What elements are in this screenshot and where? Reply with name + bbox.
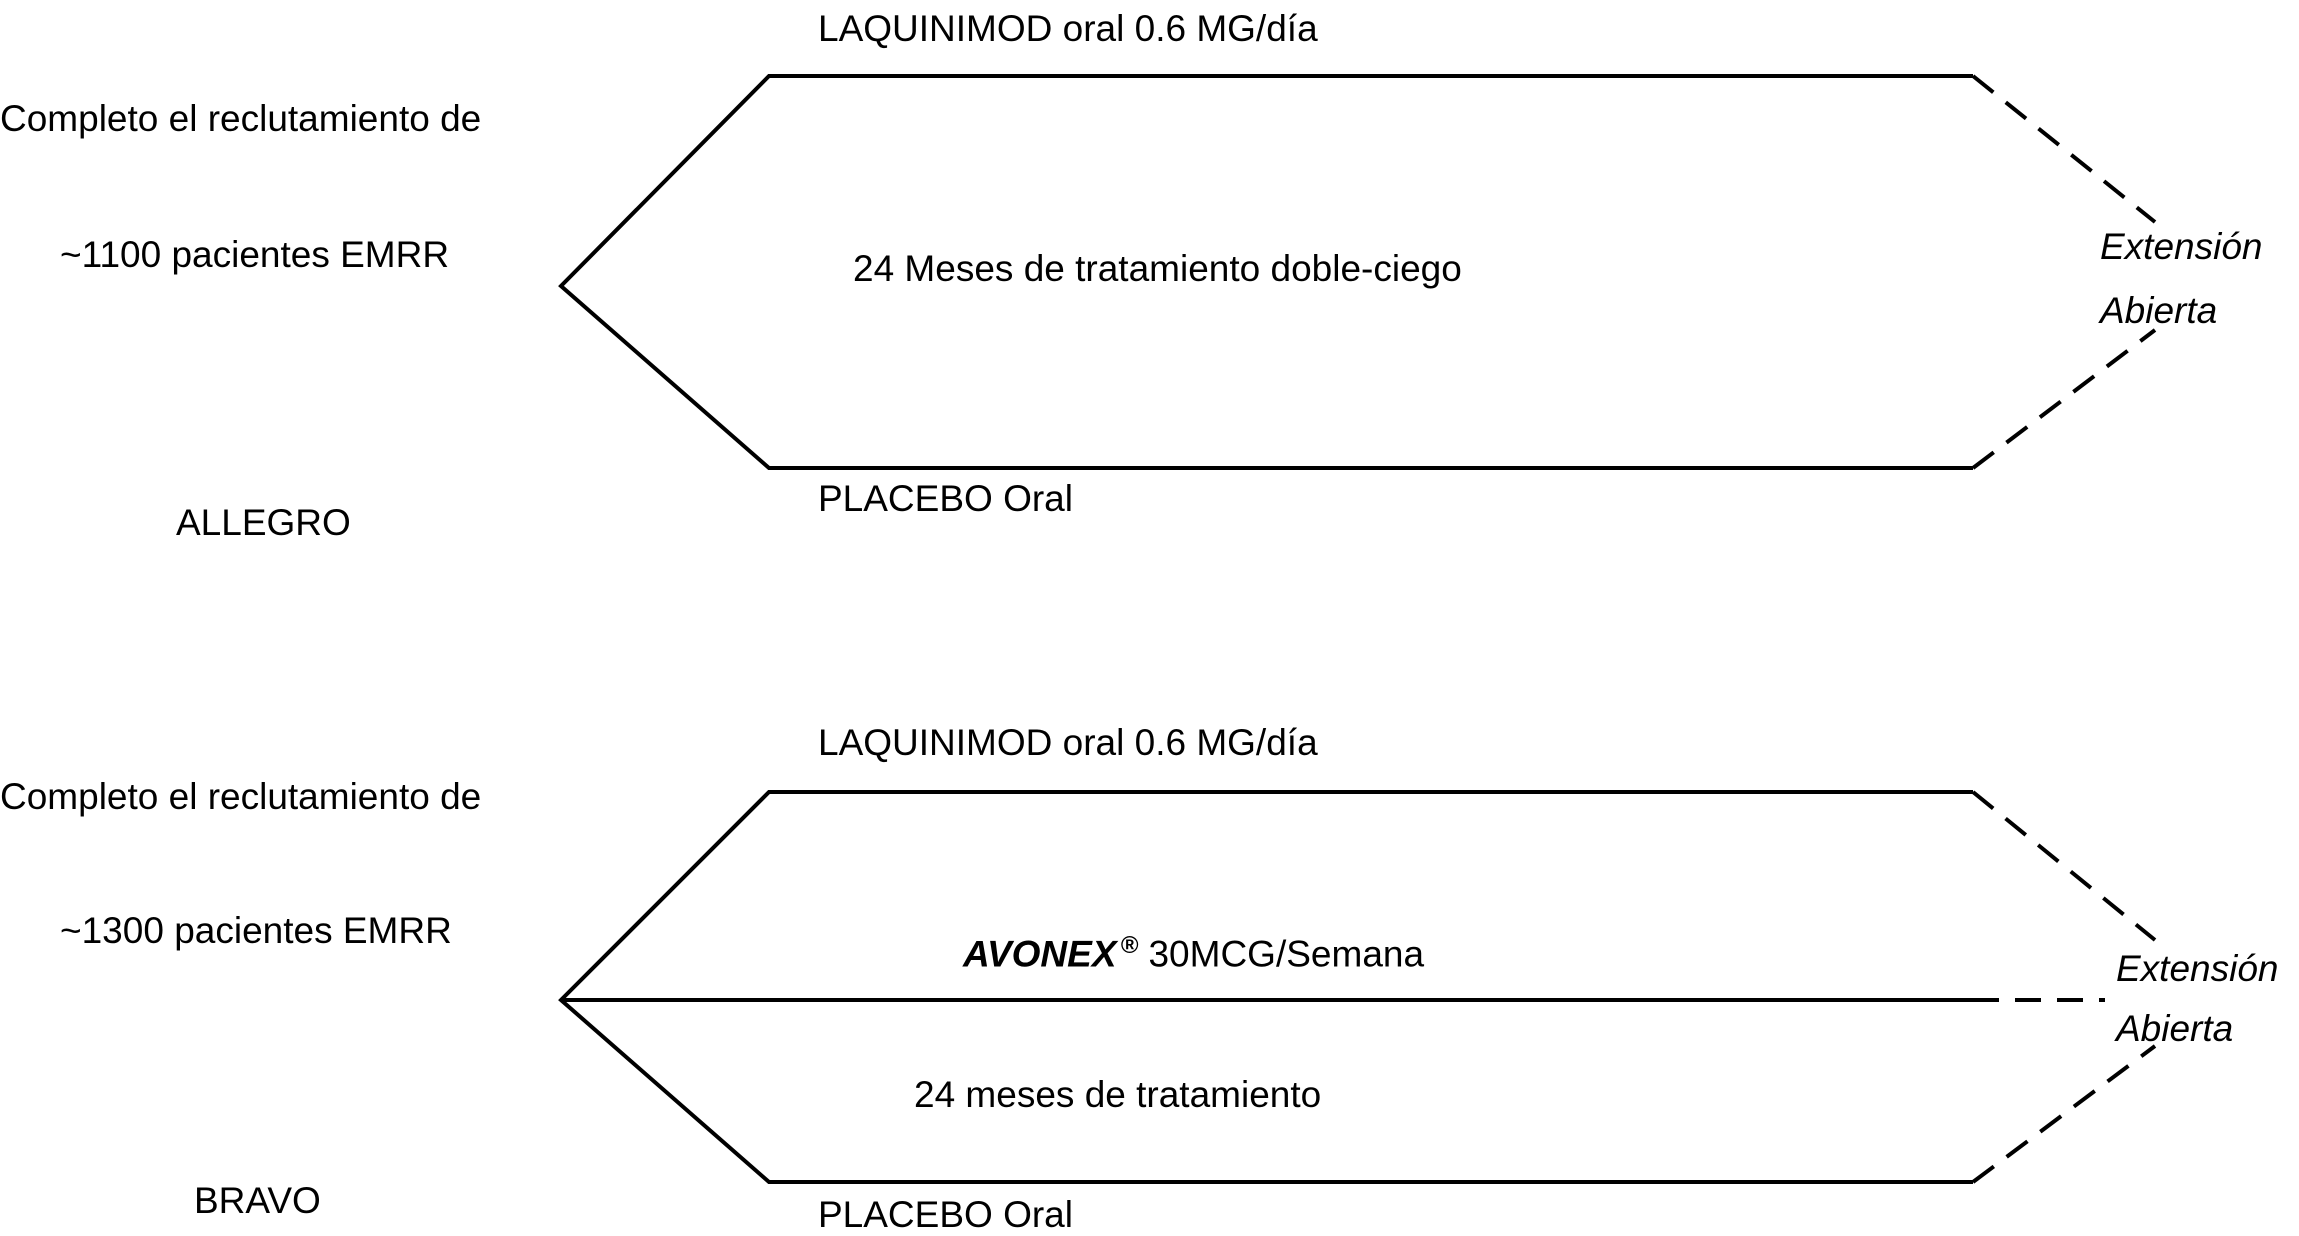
bravo-arm-shape	[558, 790, 2157, 1184]
bravo-extension-dash-bottom	[1971, 1044, 2157, 1184]
allegro-treatment-label: 24 Meses de tratamiento doble-ciego	[853, 248, 1462, 289]
allegro-enrollment-line2: ~1100 pacientes EMRR	[60, 234, 450, 275]
bravo-treatment-label: 24 meses de tratamiento	[914, 1074, 1322, 1115]
bravo-bottom-arm-label: PLACEBO Oral	[818, 1194, 1073, 1235]
bravo-extension-line1: Extensión	[2116, 948, 2279, 989]
allegro-extension-line2: Abierta	[2100, 290, 2218, 331]
allegro-top-arm-label: LAQUINIMOD oral 0.6 MG/día	[818, 8, 1318, 49]
allegro-bottom-arm-label: PLACEBO Oral	[818, 478, 1073, 519]
allegro-extension-dash-bottom	[1971, 328, 2157, 470]
bravo-enrollment-line1: Completo el reclutamiento de	[0, 776, 482, 817]
allegro-enrollment-line1: Completo el reclutamiento de	[0, 98, 482, 139]
bravo-extension-dash-top	[1971, 790, 2157, 942]
allegro-arm-shape	[558, 74, 2157, 470]
avonex-dose: 30MCG/Semana	[1138, 933, 1425, 975]
bravo-enrollment-line2: ~1300 pacientes EMRR	[60, 910, 452, 951]
allegro-extension-dash-top	[1971, 74, 2157, 224]
bravo-extension-line2: Abierta	[2116, 1008, 2234, 1049]
bravo-middle-arm-label: AVONEX® 30MCG/Semana	[963, 932, 1425, 975]
bravo-study-name: BRAVO	[194, 1180, 321, 1221]
bravo-solid-outline	[558, 790, 1973, 1184]
allegro-study-name: ALLEGRO	[176, 502, 351, 543]
registered-mark: ®	[1120, 932, 1139, 959]
allegro-solid-outline	[558, 74, 1973, 470]
bravo-top-arm-label: LAQUINIMOD oral 0.6 MG/día	[818, 722, 1318, 763]
avonex-brand: AVONEX	[963, 933, 1117, 975]
allegro-extension-line1: Extensión	[2100, 226, 2263, 267]
